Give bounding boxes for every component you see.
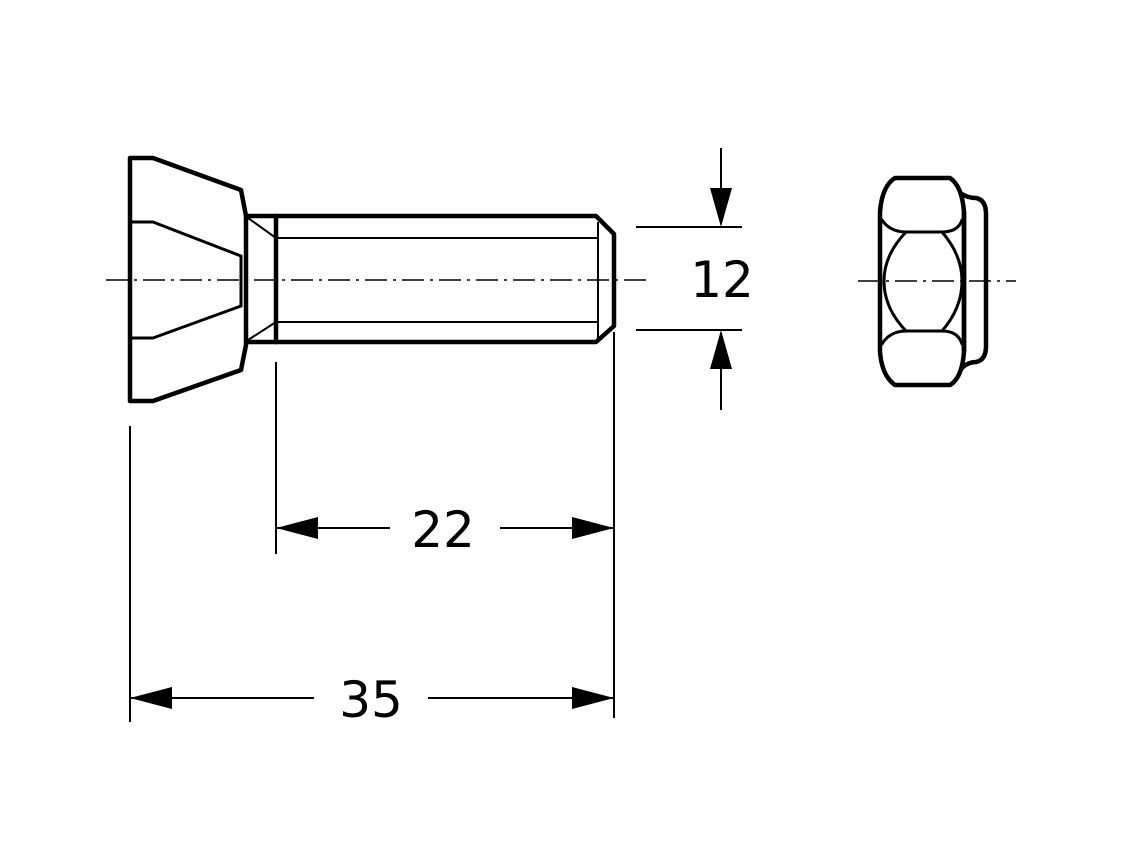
bolt-side-view <box>106 155 652 404</box>
nut-flat-lower <box>880 329 964 346</box>
nut-flat-middle-left <box>882 230 908 333</box>
neck-chamfer-lower <box>247 321 277 341</box>
total-length-arrow-left <box>130 687 172 709</box>
nut-body <box>877 175 967 388</box>
dimension-thread-length: 22 <box>275 332 615 718</box>
bolt-head-facet-lower <box>128 304 243 340</box>
diameter-arrow-bottom <box>710 330 732 369</box>
nut-flat-middle-right <box>940 230 964 333</box>
nut-collar <box>959 191 989 371</box>
total-length-label: 35 <box>339 671 403 729</box>
neck-chamfer-upper <box>247 217 277 239</box>
thread-length-arrow-right <box>572 517 614 539</box>
dimension-diameter: 12 <box>636 148 754 410</box>
total-length-arrow-right <box>572 687 614 709</box>
bolt-shank <box>243 213 617 345</box>
nut-side-view <box>858 175 1016 388</box>
bolt-head-facet-upper <box>128 220 243 258</box>
dimension-total-length: 35 <box>129 426 614 729</box>
diameter-arrow-top <box>710 188 732 227</box>
thread-length-arrow-left <box>276 517 318 539</box>
diameter-label: 12 <box>690 251 754 309</box>
nut-flat-upper <box>880 218 964 234</box>
bolt-head <box>127 155 249 404</box>
thread-length-label: 22 <box>411 501 475 559</box>
